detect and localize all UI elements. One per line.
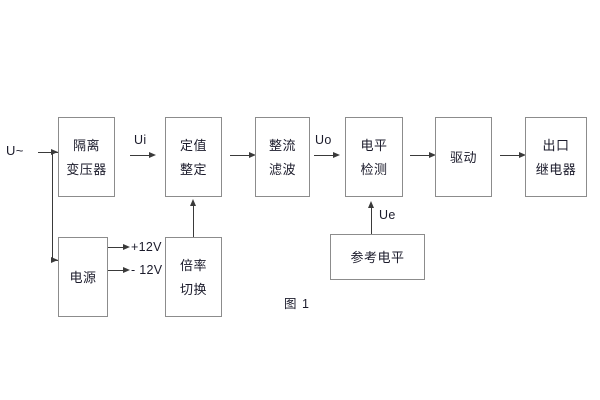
- block-line: 整流: [268, 137, 296, 153]
- block-line: 参考电平: [350, 249, 405, 265]
- signal-label-ue: Ue: [379, 208, 396, 222]
- arrowhead-ue: [367, 201, 374, 208]
- wire-drive-to-relay: [500, 155, 520, 156]
- block-power-supply: 电源: [58, 237, 108, 317]
- arrowhead-setting-to-rectify: [249, 151, 256, 158]
- block-output-relay: 出口 继电器: [525, 117, 587, 197]
- block-line: 出口: [542, 137, 570, 153]
- block-line: 变压器: [66, 161, 107, 177]
- block-line: 滤波: [268, 161, 296, 177]
- input-source-label: U~: [6, 143, 24, 158]
- block-reference-level: 参考电平: [330, 234, 425, 280]
- wire-ratio-to-setting: [193, 205, 194, 237]
- block-line: 切换: [179, 281, 207, 297]
- block-line: 继电器: [535, 161, 577, 177]
- arrowhead-rail-negative: [123, 266, 130, 273]
- rail-label-negative: - 12V: [131, 263, 163, 277]
- block-line: 检测: [360, 161, 388, 177]
- block-line: 隔离: [72, 137, 100, 153]
- block-drive: 驱动: [435, 117, 492, 197]
- block-line: 电源: [69, 269, 97, 285]
- rail-label-positive: +12V: [131, 240, 162, 254]
- arrowhead-drive-to-relay: [519, 151, 526, 158]
- wire-rail-negative: [108, 270, 124, 271]
- wire-level-to-drive: [410, 155, 430, 156]
- signal-label-uo: Uo: [315, 133, 332, 147]
- block-line: 定值: [179, 137, 207, 153]
- arrowhead-level-to-drive: [429, 151, 436, 158]
- block-line: 倍率: [179, 257, 207, 273]
- wire-uo: [314, 155, 334, 156]
- block-ratio-switch: 倍率 切换: [165, 237, 222, 317]
- arrowhead-rail-positive: [123, 243, 130, 250]
- signal-label-ui: Ui: [134, 133, 147, 147]
- arrowhead-ui: [149, 151, 156, 158]
- block-isolation-transformer: 隔离 变压器: [58, 117, 115, 197]
- wire-setting-to-rectify: [230, 155, 250, 156]
- block-line: 驱动: [449, 149, 477, 165]
- block-level-detection: 电平 检测: [345, 117, 403, 197]
- block-rectify-filter: 整流 滤波: [255, 117, 310, 197]
- arrowhead-to-isolation-transformer: [51, 148, 58, 155]
- wire-input-stub: [38, 152, 52, 153]
- wire-ui: [130, 155, 150, 156]
- wire-input-bus-vertical: [52, 152, 53, 260]
- figure-caption: 图 1: [284, 297, 310, 311]
- block-line: 电平: [360, 137, 388, 153]
- arrowhead-uo: [333, 151, 340, 158]
- arrowhead-ratio-to-setting: [189, 199, 196, 206]
- wire-rail-positive: [108, 247, 124, 248]
- block-line: 整定: [179, 161, 207, 177]
- wire-ue: [371, 207, 372, 234]
- block-setting-value: 定值 整定: [165, 117, 222, 197]
- arrowhead-to-power-supply: [51, 256, 58, 263]
